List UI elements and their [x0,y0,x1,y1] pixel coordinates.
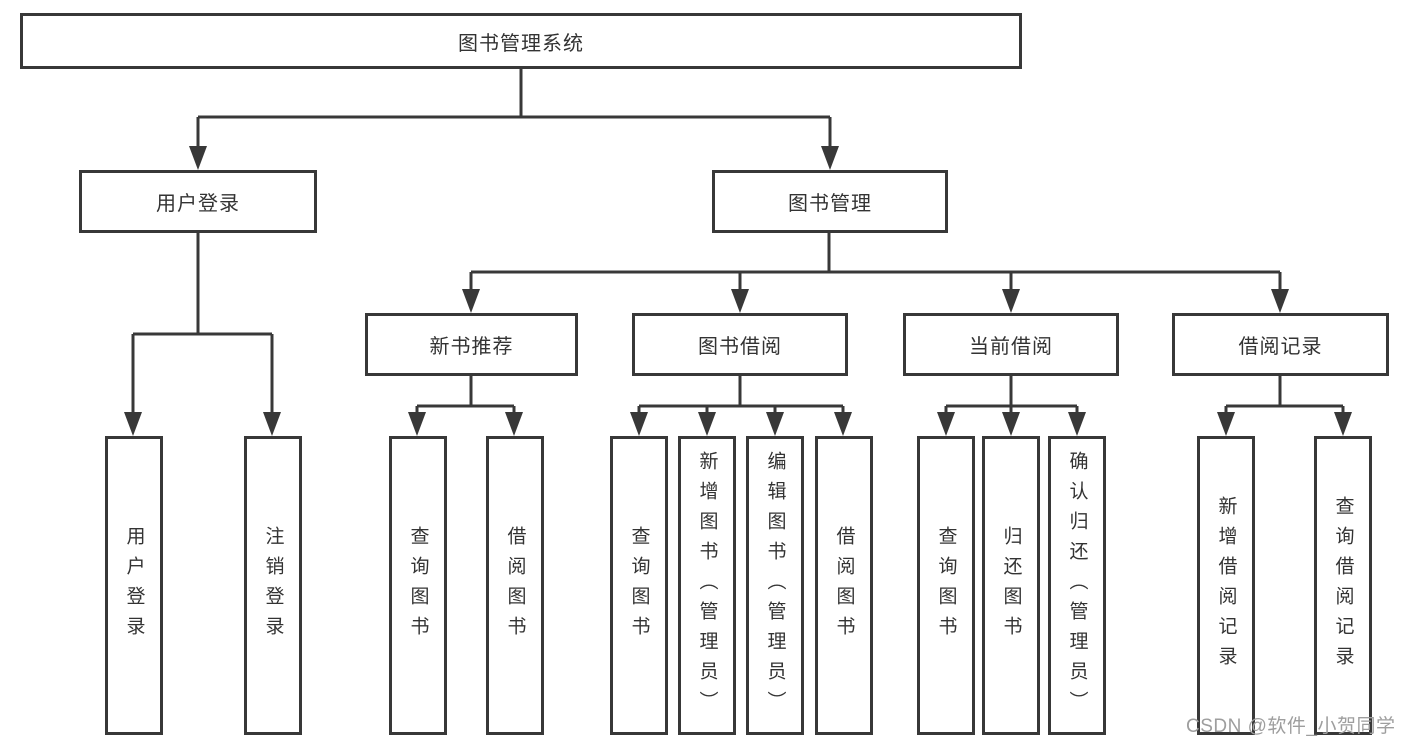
leaf-query-book-recommend: 查询图书 [389,436,447,735]
connector-root-to-level2 [189,68,839,170]
leaf-confirm-return-admin-label: 确认归还（管理员） [1066,450,1088,721]
leaf-logout: 注销登录 [244,436,302,735]
leaf-query-book-recommend-label: 查询图书 [407,525,429,646]
leaf-user-login: 用户登录 [105,436,163,735]
connector-user-login-to-leaves [124,233,281,436]
node-book-management: 图书管理 [712,170,948,233]
leaf-return-book: 归还图书 [982,436,1040,735]
node-borrowing-records-label: 借阅记录 [1238,336,1323,358]
connector-borrow-records-to-leaves [1217,376,1352,436]
node-root-label: 图书管理系统 [458,32,584,55]
leaf-borrow-book-borrowing: 借阅图书 [815,436,873,735]
node-user-login-label: 用户登录 [156,193,240,215]
node-current-borrowing-label: 当前借阅 [969,336,1053,358]
watermark: CSDN @软件_小贺同学 [1186,716,1396,737]
leaf-add-borrow-record-label: 新增借阅记录 [1215,495,1237,676]
connector-book-borrow-to-leaves [630,376,852,436]
leaf-add-book-admin-label: 新增图书（管理员） [696,450,718,721]
node-book-borrowing: 图书借阅 [632,313,848,376]
node-current-borrowing: 当前借阅 [903,313,1119,376]
leaf-query-book-current: 查询图书 [917,436,975,735]
leaf-edit-book-admin-label: 编辑图书（管理员） [764,450,786,721]
leaf-query-borrow-record: 查询借阅记录 [1314,436,1372,735]
leaf-borrow-book-recommend-label: 借阅图书 [504,525,526,646]
node-new-book-recommend-label: 新书推荐 [429,336,514,358]
connector-book-mgmt-to-level3 [462,233,1289,313]
node-user-login: 用户登录 [79,170,317,233]
node-root-system: 图书管理系统 [20,13,1022,69]
leaf-query-book-borrowing: 查询图书 [610,436,668,735]
leaf-add-borrow-record: 新增借阅记录 [1197,436,1255,735]
leaf-query-book-borrowing-label: 查询图书 [628,525,650,646]
leaf-user-login-label: 用户登录 [123,525,145,646]
leaf-logout-label: 注销登录 [262,525,284,646]
connector-new-book-rec-to-leaves [408,376,523,436]
node-borrowing-records: 借阅记录 [1172,313,1389,376]
node-book-management-label: 图书管理 [788,193,872,215]
leaf-borrow-book-borrowing-label: 借阅图书 [833,525,855,646]
leaf-query-book-current-label: 查询图书 [935,525,957,646]
leaf-query-borrow-record-label: 查询借阅记录 [1332,495,1354,676]
node-book-borrowing-label: 图书借阅 [698,336,782,358]
leaf-confirm-return-admin: 确认归还（管理员） [1048,436,1106,735]
leaf-add-book-admin: 新增图书（管理员） [678,436,736,735]
leaf-borrow-book-recommend: 借阅图书 [486,436,544,735]
leaf-edit-book-admin: 编辑图书（管理员） [746,436,804,735]
connector-current-borrow-to-leaves [937,376,1086,436]
leaf-return-book-label: 归还图书 [1000,525,1022,646]
node-new-book-recommend: 新书推荐 [365,313,578,376]
